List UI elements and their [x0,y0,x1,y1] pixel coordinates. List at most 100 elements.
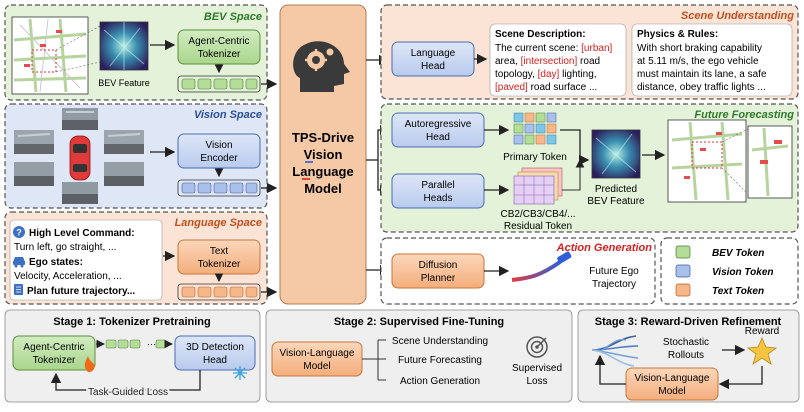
vision-space-title: Vision Space [194,109,262,121]
autoregressive-head-line1: Autoregressive [405,119,472,130]
model-line1: TPS-Drive [292,130,354,145]
target-icon [526,336,548,358]
future-trajectory-line1: Future Ego [589,266,639,277]
stage2-panel: Stage 2: Supervised Fine-Tuning Vision-L… [265,309,573,403]
command-text: Turn left, go straight, ... [14,242,116,253]
scene-description-line-1: The current scene: [urban] [495,43,613,54]
car-icon [13,257,25,268]
text-tokens [181,286,258,298]
stage2-model-line1: Vision-Language [280,348,355,359]
supervised-loss-line2: Loss [526,376,547,387]
legend-vision-swatch [675,264,691,278]
description-segment: road surface ... [528,82,597,93]
reward-label: Reward [745,326,779,337]
ego-states-text: Velocity, Acceleration, ... [14,271,122,282]
predicted-bev-image [591,129,641,179]
physics-line-3: must maintain its lane, a safe [637,69,767,80]
language-space-panel: Language Space ? High Level Command: Tur… [4,211,268,305]
stage1-tokenizer-line2: Tokenizer [33,355,76,366]
text-tokenizer-line1: Text [210,246,229,257]
stage3-model-line2: Model [658,386,685,397]
action-generation-panel: Action Generation Diffusion Planner Futu… [380,237,656,305]
language-head-line1: Language [411,48,456,59]
future-trajectory-line2: Trajectory [592,279,636,290]
rollouts-line2: Rollouts [668,350,704,361]
detection-head-line2: Head [203,355,227,366]
trajectory-curve [511,260,562,282]
predicted-bev-line1: Predicted [595,184,637,195]
stage3-model-line1: Vision-Language [635,373,710,384]
bev-map-image [11,16,89,95]
scene-understanding-panel: Scene Understanding Language Head Scene … [380,4,799,100]
description-segment: The current scene: [495,43,581,54]
stage1-tokens: ··· [105,339,167,349]
legend-text-swatch [675,283,691,297]
autoregressive-head-line2: Head [426,132,450,143]
stage1-tokenizer-line1: Agent-Centric [23,342,84,353]
task-guided-loss: Task-Guided Loss [88,387,168,398]
star-icon [746,337,778,365]
vision-encoder-line1: Vision [205,140,232,151]
svg-text:?: ? [16,228,22,238]
description-segment: area, [495,56,521,67]
highlight-term: [urban] [581,43,612,54]
language-head-line2: Head [421,61,445,72]
scene-description-line-2: area, [intersection] road [495,56,600,67]
brain-head-icon [293,41,350,92]
scene-description-line-4: [paved] road surface ... [495,82,597,93]
agent-centric-tokenizer-line1: Agent-Centric [188,36,249,47]
future-forecasting-panel: Future Forecasting Autoregressive Head P… [380,103,799,233]
primary-token-label: Primary Token [503,152,567,163]
stage1-title: Stage 1: Tokenizer Pretraining [53,316,211,328]
diffusion-planner-line2: Planner [421,273,456,284]
predicted-bev-line2: BEV Feature [587,196,645,207]
highlight-term: [day] [538,69,560,80]
scene-description-line-3: topology, [day] lighting, [495,69,597,80]
stage3-panel: Stage 3: Reward-Driven Refinement Stocha… [577,309,800,403]
plan-text: Plan future trajectory... [27,286,135,297]
stage2-model-line2: Model [303,361,330,372]
rollouts-line1: Stochastic [663,337,709,348]
command-title: High Level Command: [29,228,135,239]
description-segment: lighting, [559,69,596,80]
bev-feature-image [99,21,149,71]
stage2-task-action: Action Generation [400,376,480,387]
stage2-title: Stage 2: Supervised Fine-Tuning [334,316,504,328]
physics-rules-title: Physics & Rules: [637,29,718,40]
scene-description-title: Scene Description: [495,29,586,40]
text-tokenizer-line2: Tokenizer [198,259,241,270]
physics-line-2: at 5.11 m/s, the ego vehicle [637,56,759,67]
snowflake-icon [233,366,247,380]
highlight-term: [intersection] [521,56,578,67]
diffusion-planner-line1: Diffusion [419,260,458,271]
supervised-loss-line1: Supervised [512,363,562,374]
scene-description-text: The current scene: [urban] area, [interse… [495,43,613,93]
physics-line-4: distance, obey traffic lights ... [637,82,766,93]
description-segment: topology, [495,69,538,80]
future-car-icon [557,251,572,264]
parallel-heads-line1: Parallel [421,180,454,191]
legend-bev-label: BEV Token [712,248,764,259]
model-line4: Model [304,181,342,196]
detection-head-line1: 3D Detection [186,342,244,353]
bev-space-panel: BEV Space BEV Feature Agent-Centric Toke… [4,4,268,101]
bev-space-title: BEV Space [204,11,262,23]
svg-text:···: ··· [147,339,156,349]
bev-feature-label: BEV Feature [98,78,150,88]
vision-space-panel: Vision Space Vision Encoder [4,103,268,209]
token-legend: BEV Token Vision Token Text Token [660,237,799,305]
parallel-heads-line2: Heads [424,193,453,204]
vision-encoder-line2: Encoder [200,153,238,164]
legend-text-label: Text Token [712,286,764,297]
fire-icon [84,356,95,373]
ego-car-icon [69,135,91,181]
agent-centric-tokenizer-line2: Tokenizer [198,49,241,60]
detection-head-box [174,335,256,371]
stage1-tokenizer-box [12,335,96,371]
description-segment: road [577,56,600,67]
rollout-paths [591,335,639,367]
vision-tokens [181,182,258,194]
bev-tokens [181,78,258,90]
question-icon [13,226,25,238]
